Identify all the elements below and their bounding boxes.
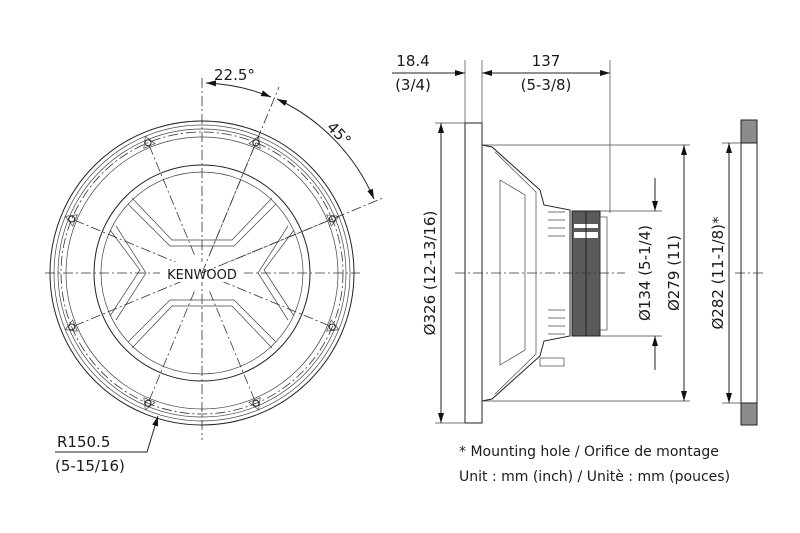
radius-inch: (5-15/16) [55,457,125,475]
mounting-hole [68,323,76,331]
mounting-hole [252,139,260,147]
angle-45-label: 45° [323,118,355,150]
flange-depth-mm: 18.4 [396,52,429,70]
mounting-hole [68,215,76,223]
side-view: 18.4 (3/4) 137 (5-3/8) Ø326 (12-13/16) Ø… [392,52,690,424]
front-view: KENWOOD 22.5° 45° R150.5 (5-15/16) [45,66,384,475]
mounting-hole [328,215,336,223]
back-plate [599,216,608,331]
mounting-hole [328,323,336,331]
units-note: Unit : mm (inch) / Unitè : mm (pouces) [459,469,730,485]
hole-centerline [71,218,184,266]
terminal [539,357,565,367]
mount-depth-inch: (5-3/8) [521,76,572,94]
mounting-hole [252,399,260,407]
mount-depth-mm: 137 [532,52,561,70]
flange-depth-inch: (3/4) [395,76,431,94]
mounting-cutout: Ø282 (11-1/8)* [709,119,765,426]
hole-centerline [147,291,195,404]
radius-mm: R150.5 [57,433,110,451]
hole-centerline [71,280,184,328]
mounting-hole-note: * Mounting hole / Orifice de montage [459,444,719,460]
angle-45-dimension [276,98,375,200]
basket-diameter-label: Ø279 (11) [665,235,683,311]
radius-leader [55,415,159,453]
angle-22-5-dimension [205,80,272,98]
outer-diameter-label: Ø326 (12-13/16) [421,211,439,336]
hole-centerline [220,280,333,328]
magnet-diameter-label: Ø134 (5-1/4) [636,225,654,321]
mounting-hole [144,139,152,147]
hole-centerline [147,142,195,255]
angle-22-5-label: 22.5° [214,66,255,84]
hole-centerline [209,291,257,404]
mounting-hole [144,399,152,407]
cutout-diameter-label: Ø282 (11-1/8)* [709,216,727,330]
brand-logo: KENWOOD [167,268,237,283]
